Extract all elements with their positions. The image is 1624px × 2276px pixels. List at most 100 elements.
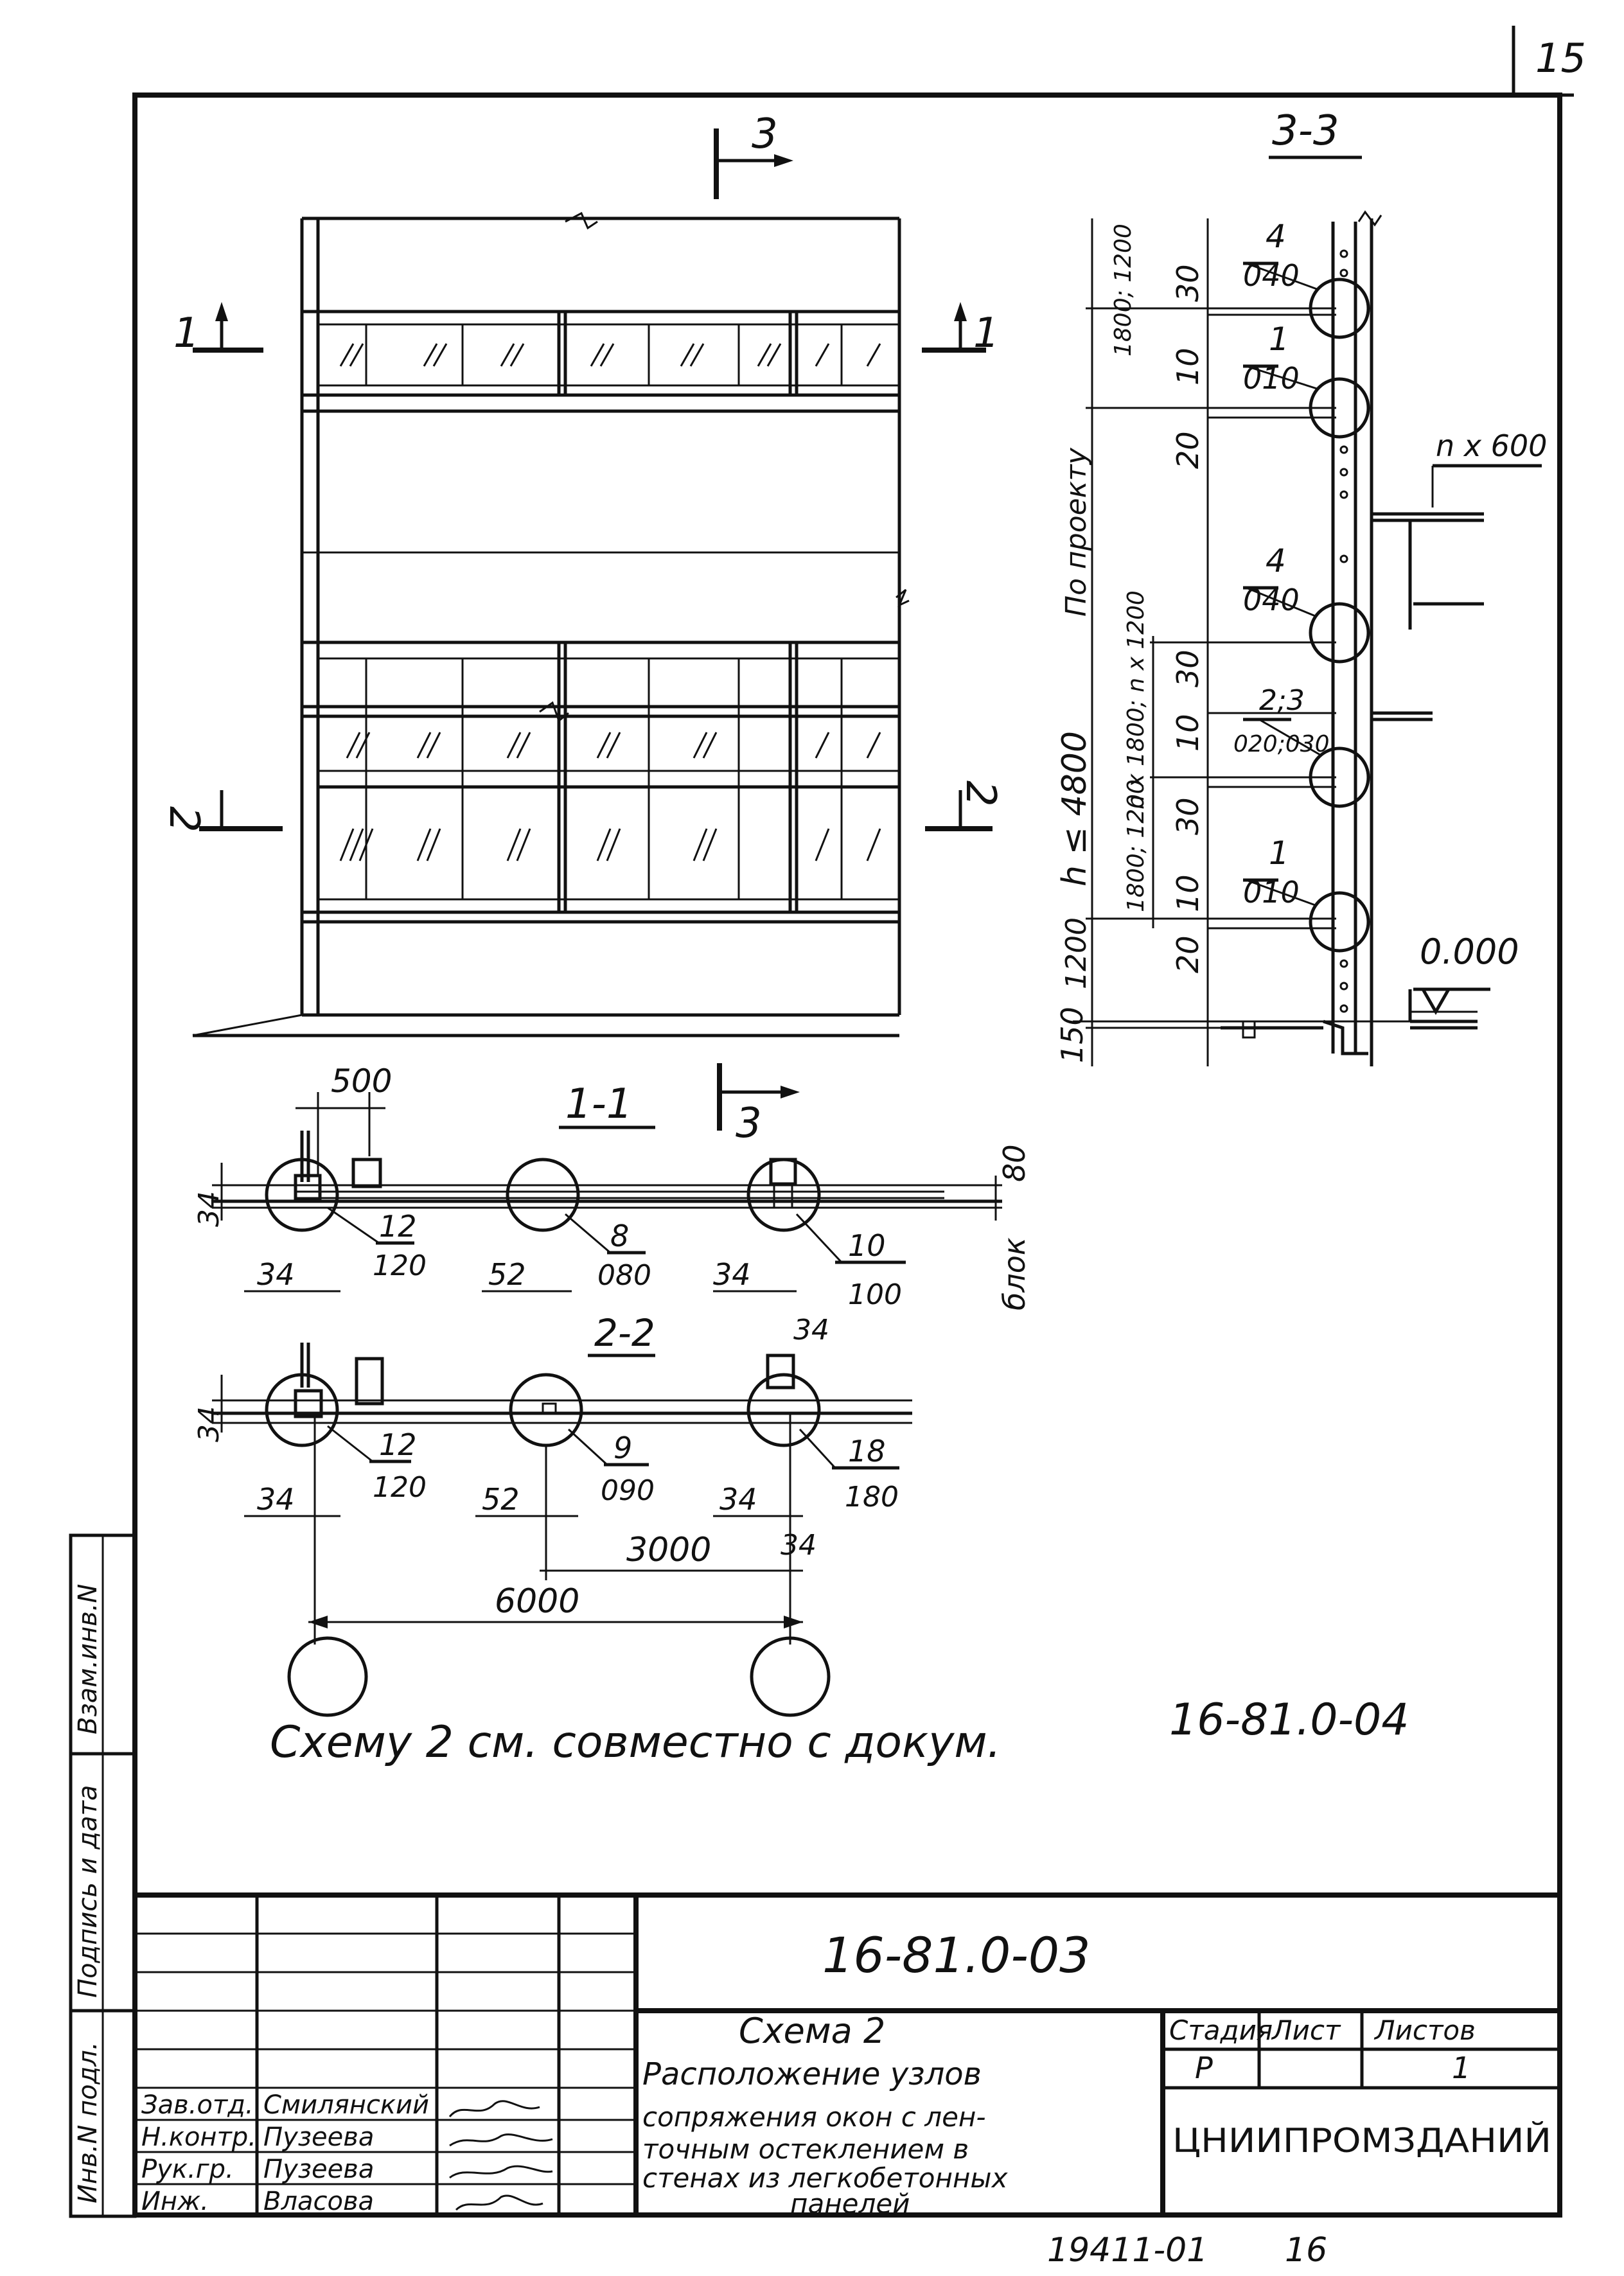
sheets-label: Листов (1373, 2015, 1476, 2046)
callout-22-c-den: 180 (845, 1481, 899, 1513)
section-3-3: 3-3 (1073, 107, 1542, 1066)
role-1: Н.контр. (141, 2122, 256, 2152)
dim-33-30c: 30 (1170, 797, 1205, 835)
stamp-replace-inv: Взам.инв.N (73, 1584, 103, 1734)
callout-11-a-num: 12 (379, 1209, 417, 1244)
side-dim-h: h ≤ 4800 (1055, 731, 1094, 887)
side-dim-1800-low: 1800; 1200 (1123, 779, 1149, 912)
note-ref: 16-81.0-04 (1169, 1695, 1409, 1745)
dim-33-150: 150 (1055, 1007, 1090, 1063)
role-2: Рук.гр. (141, 2155, 234, 2184)
dim-33-20b: 20 (1170, 935, 1205, 973)
callout-33-b-num: 1 (1269, 321, 1289, 358)
bottom-number: 16 (1285, 2231, 1327, 2270)
dim-22-34b: 34 (719, 1482, 757, 1517)
drawing-title-2: Расположение узлов (642, 2056, 982, 2092)
callout-22-a-num: 12 (379, 1427, 417, 1462)
callout-11-c-num: 10 (848, 1228, 886, 1263)
section-1-1-title: 1-1 (565, 1081, 633, 1128)
role-3: Инж. (141, 2187, 209, 2216)
side-dim-1800-top: 1800; 1200 (1110, 224, 1136, 357)
section-2-2: 2-2 34 12 120 9 090 18 180 34 52 34 (193, 1311, 912, 1717)
dim-22-34a: 34 (257, 1482, 295, 1517)
dim-33-20a: 20 (1170, 431, 1205, 469)
drawing-title-6: панелей (790, 2188, 910, 2219)
role-0: Зав.отд. (141, 2090, 254, 2120)
callout-33-a-den: 040 (1243, 258, 1300, 293)
drawing-title-3: сопряжения окон с лен- (642, 2101, 986, 2133)
stamp-inv-original: Инв.N подл. (73, 2042, 103, 2203)
section-3-3-callouts: 4 040 1 010 4 040 2;3 020;030 1 010 0.00… (1233, 218, 1547, 972)
callout-33-e-den: 010 (1243, 875, 1300, 910)
title-block (135, 1892, 1560, 2216)
section-2-2-title: 2-2 (594, 1311, 655, 1355)
sheet-label: Лист (1271, 2015, 1341, 2046)
section-mark-3-top: 3 (752, 110, 778, 158)
drawing-title-5: стенах из легкобетонных (642, 2162, 1009, 2194)
name-1: Пузеева (263, 2122, 374, 2152)
side-dim-1200: 1200 (1060, 917, 1093, 989)
callout-22-b-den: 090 (601, 1474, 655, 1507)
callout-11-b-num: 8 (610, 1219, 629, 1253)
page-number: 15 (1535, 35, 1586, 82)
dim-11-80: 80 (997, 1144, 1032, 1182)
section-mark-1-left: 1 (173, 310, 200, 357)
section-3-3-dimensions: 30 10 20 30 10 30 10 20 150 1800; 1200 П… (1055, 224, 1205, 1063)
callout-33-d-den: 020;030 (1233, 731, 1330, 757)
name-2: Пузеева (263, 2155, 374, 2184)
name-3: Власова (263, 2187, 374, 2216)
span-3000: 3000 (626, 1531, 711, 1569)
callout-33-c-den: 040 (1243, 583, 1300, 617)
dim-11-34b: 34 (713, 1257, 751, 1292)
callout-22-b-num: 9 (613, 1431, 632, 1465)
callout-22-a-den: 120 (373, 1471, 427, 1504)
spacing-label: n x 600 (1436, 428, 1547, 463)
sheets-value: 1 (1452, 2051, 1470, 2085)
callout-33-e-num: 1 (1269, 834, 1289, 872)
name-0: Смилянский (263, 2090, 429, 2120)
section-1-1: 1-1 500 34 80 блок 12 120 8 (193, 1063, 1032, 1311)
organization: ЦНИИПРОМЗДАНИЙ (1172, 2121, 1551, 2160)
stamp-signature-date: Подпись и дата (73, 1785, 103, 1998)
callout-33-c-num: 4 (1266, 542, 1286, 579)
callout-11-c-den: 100 (848, 1278, 902, 1311)
dim-33-30b: 30 (1170, 649, 1205, 687)
stage-label: Стадия (1169, 2015, 1273, 2046)
section-mark-1-right: 1 (973, 310, 1000, 357)
sheet-frame (132, 26, 1574, 2218)
section-mark-2-left: 2 (160, 806, 207, 833)
dim-33-10a: 10 (1170, 348, 1205, 385)
bottom-code: 19411-01 (1047, 2231, 1208, 2270)
dim-22-34c: 34 (793, 1314, 829, 1346)
label-block: блок (997, 1237, 1032, 1310)
side-dim-nx: n x 1800; n x 1200 (1123, 590, 1149, 809)
callout-22-c-num: 18 (848, 1434, 886, 1469)
dim-22-52: 52 (482, 1482, 520, 1517)
dim-33-30a: 30 (1170, 264, 1205, 302)
dim-22-34d: 34 (781, 1529, 816, 1562)
dim-11-34-left: 34 (193, 1191, 225, 1227)
drawing-title-1: Схема 2 (739, 2011, 885, 2051)
section-mark-2-right: 2 (957, 781, 1004, 807)
drawing-title-4: точным остеклением в (642, 2133, 969, 2165)
dim-11-500: 500 (331, 1063, 392, 1100)
dim-33-10c: 10 (1170, 874, 1205, 912)
dim-11-52: 52 (488, 1257, 526, 1292)
callout-33-a-num: 4 (1266, 218, 1286, 255)
side-stamp: Взам.инв.N Подпись и дата Инв.N подл. (69, 1533, 137, 2218)
dim-33-10b: 10 (1170, 714, 1205, 752)
side-dim-project: По проекту (1060, 447, 1093, 617)
dim-11-34a: 34 (257, 1257, 295, 1292)
stage-value: Р (1195, 2051, 1213, 2085)
note-text: Схему 2 см. совместно с докум. (270, 1717, 1001, 1768)
callout-11-a-den: 120 (373, 1249, 427, 1282)
doc-code: 16-81.0-03 (822, 1927, 1090, 1984)
callout-33-d-num: 2;3 (1259, 684, 1305, 717)
callout-33-b-den: 010 (1243, 361, 1300, 396)
level-mark: 0.000 (1420, 931, 1519, 972)
dim-22-34-left: 34 (193, 1406, 225, 1442)
span-6000: 6000 (495, 1582, 579, 1621)
section-3-3-title: 3-3 (1272, 107, 1339, 155)
callout-11-b-den: 080 (597, 1259, 651, 1292)
